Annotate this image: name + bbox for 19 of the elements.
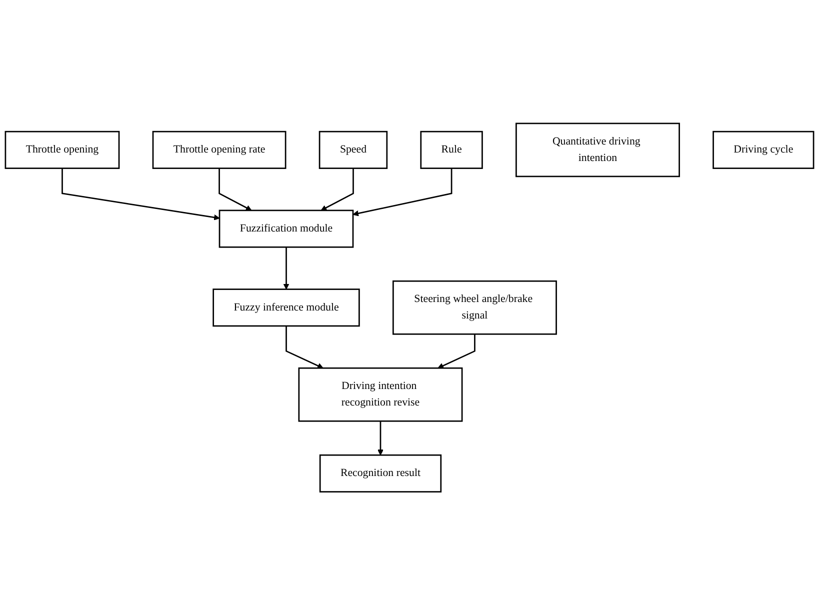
node-box: Fuzzification module [218,210,354,248]
arrow [320,168,354,212]
node-box: Recognition result [319,454,442,493]
node-box: Driving intention recognition revise [298,368,463,422]
node-box: Quantitative driving intention [516,123,680,178]
arrow [378,422,384,456]
arrow [62,168,220,221]
arrow [352,168,452,217]
node-box: Fuzzy inference module [212,288,360,328]
node-box: Throttle opening [4,131,120,170]
arrow [438,334,476,369]
arrow [286,326,324,369]
node-box: Driving cycle [712,131,814,170]
arrow [218,168,252,212]
node-box: Speed [318,131,388,170]
node-box: Throttle opening rate [152,131,286,170]
node-box: Rule [420,131,483,170]
arrow [283,248,290,290]
node-box: Steering wheel angle/brake signal [392,280,557,336]
